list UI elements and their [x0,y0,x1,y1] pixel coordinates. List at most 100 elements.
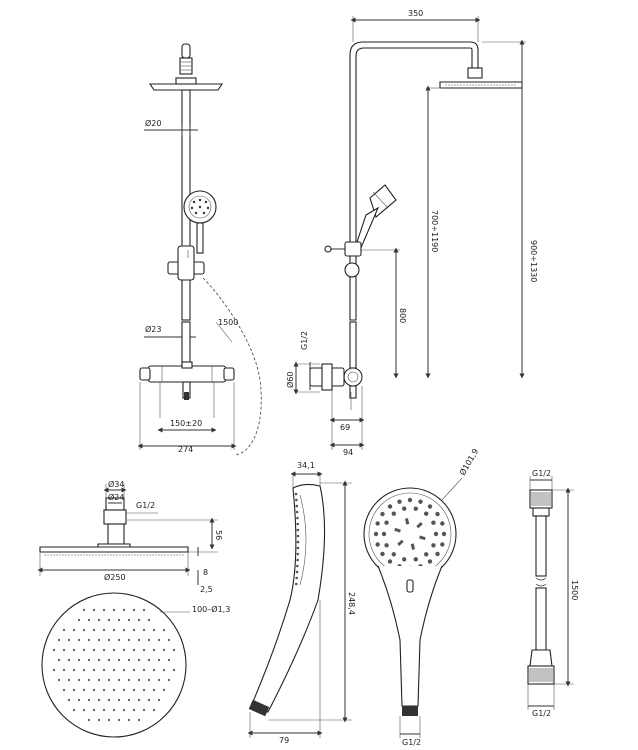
nozzle [82,628,86,632]
nozzle [162,628,166,632]
dim-handshower-base-width: 79 [279,736,289,745]
hand-shower-side-nozzle [296,558,299,562]
dim-height-outer: 900÷1330 [529,240,538,282]
hand-shower-nozzle [440,521,445,526]
nozzle [117,638,121,642]
nozzle [132,628,136,632]
nozzle [67,698,71,702]
nozzle [57,638,61,642]
hand-shower-side: 34,1 248,4 79 [247,461,356,745]
dim-overhead-h-mid: 8 [203,568,208,577]
hand-shower-nozzle [424,552,429,557]
dim-overhead-d-outer: Ø34 [108,479,124,489]
hand-shower-side-nozzle [296,546,300,550]
nozzle [87,678,91,682]
nozzle [147,618,151,622]
hand-shower-center-jet [410,543,416,550]
hand-shower-side-nozzle [295,504,299,508]
nozzle [122,688,126,692]
nozzle [102,668,106,672]
nozzle [147,678,151,682]
hand-shower-nozzle [387,504,393,509]
nozzle [122,668,126,672]
nozzle [167,678,171,682]
nozzle [97,678,101,682]
dim-height-inner: 700÷1190 [430,210,439,252]
nozzle [157,698,161,702]
hand-shower-nozzle [413,506,418,511]
nozzle [82,648,86,652]
nozzle [117,698,121,702]
dim-overhead-nozzles: 100–Ø1,3 [192,604,230,614]
nozzle [82,608,86,612]
hand-shower-nozzle [391,552,396,557]
nozzle [137,618,141,622]
nozzle [172,668,176,672]
nozzle [122,628,126,632]
hand-shower-nozzle [407,497,413,503]
nozzle [167,638,171,642]
nozzle [107,718,111,722]
hand-shower-nozzle [418,499,423,504]
nozzle [112,688,116,692]
nozzle [157,638,161,642]
dim-overhead-diameter: Ø250 [104,572,126,582]
front-hand-shower [167,190,217,281]
nozzle [157,678,161,682]
nozzle [67,658,71,662]
dim-handshower-head-width: 34,1 [297,461,315,470]
nozzle [72,628,76,632]
hand-shower-side-nozzle [295,498,298,502]
nozzle [132,608,136,612]
nozzle [52,668,56,672]
nozzle [127,678,131,682]
front-mixer [139,361,235,418]
nozzle [142,608,146,612]
nozzle [132,708,136,712]
nozzle [72,708,76,712]
nozzle [117,618,121,622]
dim-handshower-face-diameter: Ø101,9 [457,447,480,477]
hand-shower-side-nozzle [296,552,300,556]
nozzle [92,648,96,652]
dim-overhead-thread: G1/2 [136,501,155,510]
hand-shower-side-nozzles [294,492,300,586]
hand-shower-nozzle [440,542,445,547]
nozzle [57,678,61,682]
nozzle [162,688,166,692]
nozzle [152,688,156,692]
nozzle [82,708,86,712]
nozzle [97,638,101,642]
nozzle [107,678,111,682]
dim-depth-outer: 94 [343,448,353,457]
hand-shower-nozzle [402,557,407,562]
overhead-plan-disc [41,592,187,738]
dim-handshower-front-thread: G1/2 [402,738,421,747]
hand-shower-nozzle [435,511,440,517]
nozzle [152,708,156,712]
nozzle [87,698,91,702]
nozzle [142,648,146,652]
hand-shower-side-nozzle [294,492,298,496]
nozzle [102,628,106,632]
nozzle [107,638,111,642]
nozzle [72,668,76,672]
nozzle [132,688,136,692]
nozzle [87,718,91,722]
hand-shower-nozzle [433,531,439,537]
nozzle [162,648,166,652]
nozzle [87,638,91,642]
hand-shower-nozzle [381,531,387,537]
dim-depth-inner: 69 [340,423,350,432]
hand-shower-nozzle [373,531,379,537]
nozzle [117,658,121,662]
hand-shower-side-nozzle [296,522,299,526]
nozzle [117,718,121,722]
hand-shower-nozzle [391,511,396,516]
side-mixer [309,363,363,410]
nozzle [142,668,146,672]
nozzle [127,658,131,662]
nozzle [87,618,91,622]
hand-shower-center-jet [394,527,401,533]
